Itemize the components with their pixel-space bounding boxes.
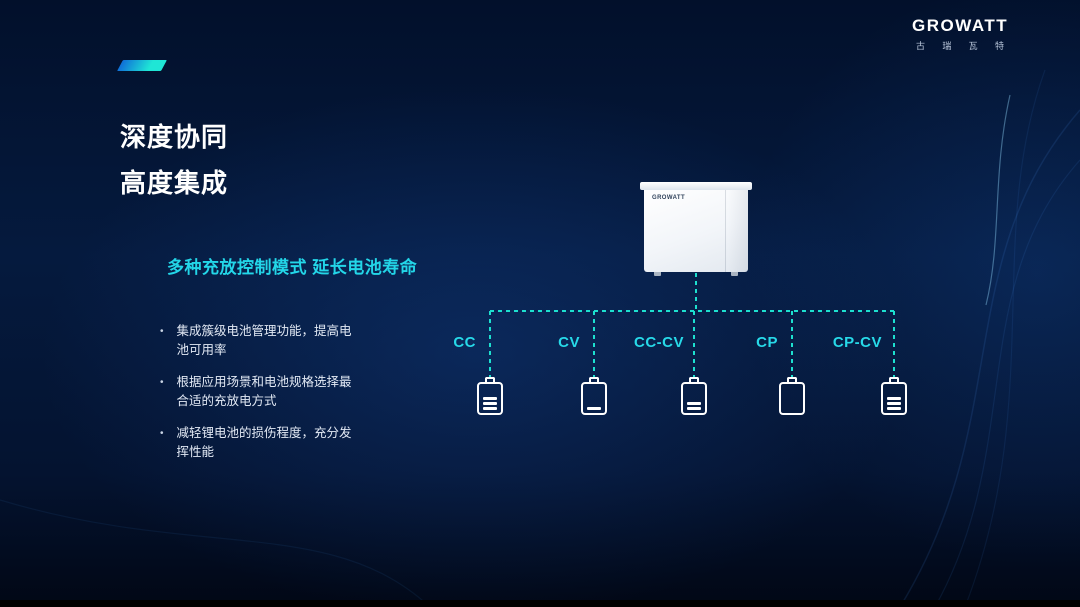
battery-charge-bar bbox=[687, 407, 701, 410]
battery-charge-bar bbox=[887, 402, 901, 405]
mode-label-cv: CV bbox=[558, 334, 580, 351]
battery-charge-bar bbox=[887, 397, 901, 400]
battery-cap bbox=[689, 377, 699, 382]
logo-chinese-text: 古 瑞 瓦 特 bbox=[912, 39, 1008, 52]
battery-icon bbox=[581, 377, 607, 415]
battery-body bbox=[581, 382, 607, 415]
title-line-1: 深度协同 bbox=[120, 122, 229, 152]
logo-cn-char: 瓦 bbox=[968, 41, 978, 51]
battery-charge-bar bbox=[483, 402, 497, 405]
mode-label-cc-cv: CC-CV bbox=[634, 334, 684, 351]
device-lid bbox=[640, 182, 752, 190]
bullet-text: 减轻锂电池的损伤程度，充分发挥性能 bbox=[176, 426, 352, 459]
battery-charge-bar bbox=[687, 402, 701, 405]
device-door-seam bbox=[725, 190, 726, 272]
battery-charge-bar bbox=[483, 397, 497, 400]
battery-cap bbox=[485, 377, 495, 382]
battery-charge-bar bbox=[483, 407, 497, 410]
growatt-logo: GROWATT 古 瑞 瓦 特 bbox=[912, 16, 1008, 52]
battery-body bbox=[881, 382, 907, 415]
bullet-text: 集成簇级电池管理功能，提高电池可用率 bbox=[176, 324, 352, 357]
slide-subtitle: 多种充放控制模式 延长电池寿命 bbox=[167, 258, 418, 277]
title-line-2: 高度集成 bbox=[120, 168, 229, 198]
battery-body bbox=[477, 382, 503, 415]
battery-icon bbox=[681, 377, 707, 415]
bullet-list: • 集成簇级电池管理功能，提高电池可用率 • 根据应用场景和电池规格选择最合适的… bbox=[160, 322, 380, 475]
device-foot bbox=[731, 272, 738, 276]
list-item: • 减轻锂电池的损伤程度，充分发挥性能 bbox=[160, 424, 380, 462]
battery-icon bbox=[881, 377, 907, 415]
device-foot bbox=[654, 272, 661, 276]
logo-cn-char: 古 bbox=[916, 41, 926, 51]
bullet-dot-icon: • bbox=[160, 377, 164, 388]
logo-brand-text: GROWATT bbox=[912, 16, 1009, 35]
bottom-letterbox-strip bbox=[0, 600, 1080, 607]
battery-cap bbox=[889, 377, 899, 382]
mode-label-cp-cv: CP-CV bbox=[832, 334, 882, 351]
mode-label-cp: CP bbox=[756, 334, 778, 351]
device-body: GROWATT bbox=[644, 190, 748, 272]
battery-icon bbox=[477, 377, 503, 415]
list-item: • 根据应用场景和电池规格选择最合适的充放电方式 bbox=[160, 373, 380, 411]
accent-dash bbox=[117, 60, 167, 71]
logo-cn-char: 特 bbox=[994, 41, 1004, 51]
battery-body bbox=[779, 382, 805, 415]
mode-label-cc: CC bbox=[453, 334, 476, 351]
battery-cap bbox=[787, 377, 797, 382]
bullet-dot-icon: • bbox=[160, 428, 164, 439]
device-brand-label: GROWATT bbox=[652, 195, 686, 201]
battery-cabinet-device: GROWATT bbox=[640, 182, 752, 278]
battery-icon bbox=[779, 377, 805, 415]
logo-cn-char: 瑞 bbox=[942, 41, 952, 51]
bullet-dot-icon: • bbox=[160, 326, 164, 337]
slide-title: 深度协同 高度集成 bbox=[120, 114, 228, 206]
bullet-text: 根据应用场景和电池规格选择最合适的充放电方式 bbox=[176, 375, 352, 408]
battery-cap bbox=[589, 377, 599, 382]
list-item: • 集成簇级电池管理功能，提高电池可用率 bbox=[160, 322, 380, 360]
battery-charge-bar bbox=[587, 407, 601, 410]
battery-charge-bar bbox=[887, 407, 901, 410]
battery-body bbox=[681, 382, 707, 415]
device-shading bbox=[728, 190, 748, 272]
